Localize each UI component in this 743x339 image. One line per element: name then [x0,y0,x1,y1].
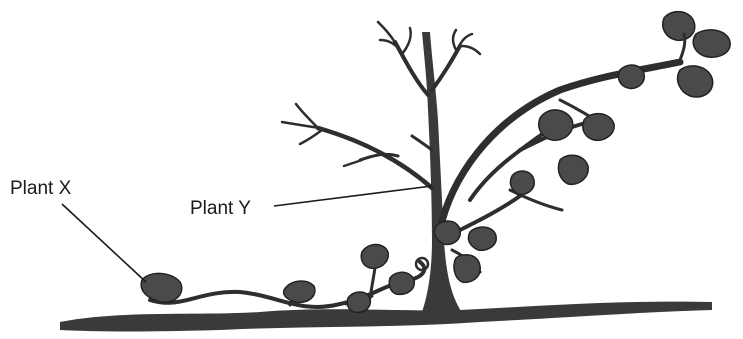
plant-y [282,22,480,322]
plant-x [141,245,428,313]
ground [60,302,712,332]
plant-y-leader-line [274,186,432,206]
plant-y-label: Plant Y [190,198,251,219]
plant-x-leader-line [62,204,146,282]
plant-x-label: Plant X [10,178,72,199]
